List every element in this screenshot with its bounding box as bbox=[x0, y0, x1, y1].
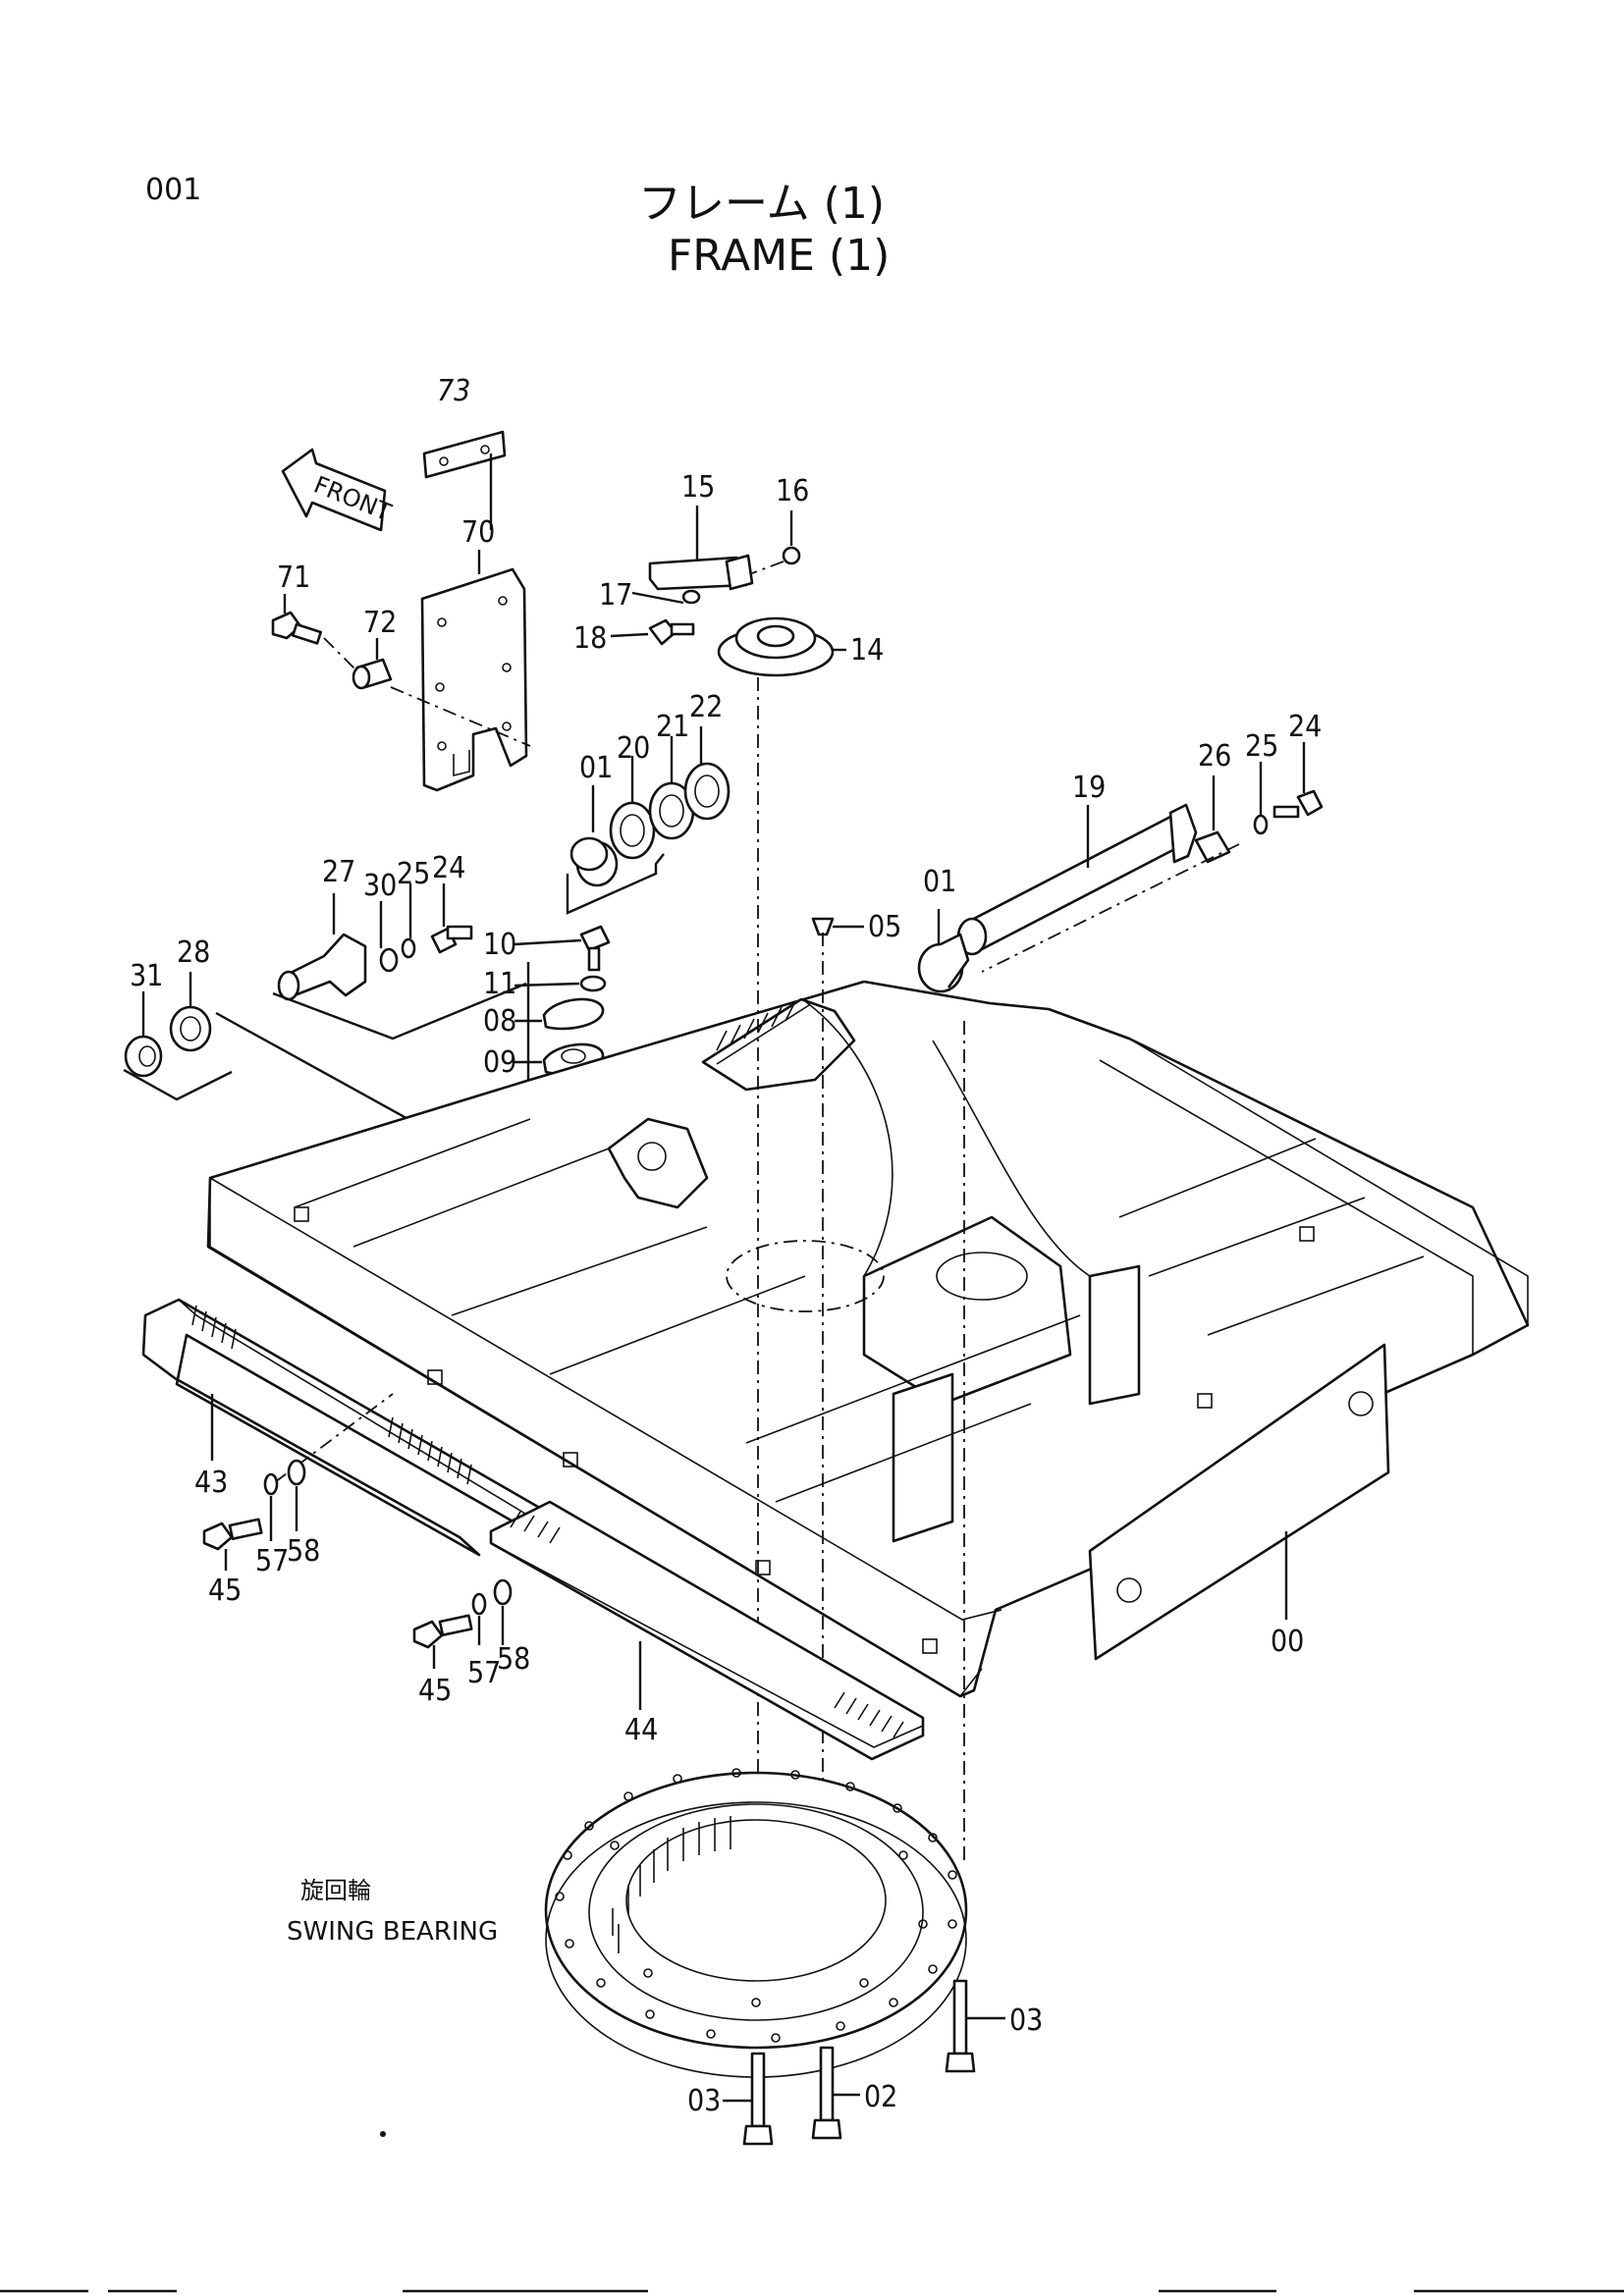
part-44-step-cover bbox=[489, 1500, 925, 1761]
callout-25-left: 25 bbox=[397, 857, 430, 891]
part-02-bolt bbox=[811, 2046, 860, 2140]
part-18-bolt bbox=[610, 618, 695, 646]
part-11-washer bbox=[514, 975, 607, 992]
stray-dot bbox=[380, 2131, 386, 2137]
part-05-grease-fitting bbox=[811, 917, 864, 936]
callout-17: 17 bbox=[599, 578, 632, 613]
part-71-bolt bbox=[271, 594, 323, 645]
part-01-bushing-lower bbox=[917, 909, 970, 993]
callout-70: 70 bbox=[461, 515, 495, 550]
part-01-bushing-upper bbox=[569, 785, 619, 887]
callout-20: 20 bbox=[617, 731, 650, 766]
part-45-bolt-left bbox=[202, 1518, 263, 1571]
part-70-cover-plate bbox=[420, 550, 528, 792]
callout-09: 09 bbox=[483, 1045, 516, 1080]
part-45-bolt-right bbox=[412, 1614, 473, 1669]
callout-58-left: 58 bbox=[287, 1534, 320, 1569]
callout-21: 21 bbox=[656, 710, 689, 744]
callout-11: 11 bbox=[483, 967, 516, 1001]
callout-28: 28 bbox=[177, 935, 210, 970]
part-16-nut bbox=[751, 510, 801, 574]
swing-bearing-label-en: SWING BEARING bbox=[287, 1917, 498, 1947]
part-57-washer-right bbox=[471, 1592, 487, 1645]
callout-72: 72 bbox=[363, 606, 397, 640]
part-73-shim-plate bbox=[422, 430, 507, 530]
callout-44: 44 bbox=[624, 1713, 658, 1747]
callout-24-left: 24 bbox=[432, 851, 465, 885]
callout-18: 18 bbox=[573, 621, 607, 656]
title-english: FRAME (1) bbox=[668, 231, 890, 281]
callout-01-lower: 01 bbox=[923, 865, 956, 899]
part-20-shim bbox=[609, 756, 656, 860]
part-15-bracket bbox=[648, 506, 754, 591]
callout-45-right: 45 bbox=[418, 1674, 452, 1708]
part-17-washer bbox=[631, 589, 701, 605]
part-27-pin bbox=[277, 893, 367, 1001]
callout-31: 31 bbox=[130, 959, 163, 993]
callout-19: 19 bbox=[1072, 771, 1106, 805]
callout-71: 71 bbox=[277, 561, 310, 595]
callout-43: 43 bbox=[194, 1466, 228, 1500]
callout-15: 15 bbox=[681, 470, 715, 505]
part-00-upper-frame bbox=[206, 980, 1530, 1698]
part-30-washer bbox=[379, 901, 399, 973]
callout-57-left: 57 bbox=[255, 1544, 289, 1578]
part-31-washer bbox=[124, 991, 163, 1078]
part-24-bolt-left bbox=[430, 883, 473, 954]
part-72-bushing bbox=[352, 638, 393, 690]
part-58-washer-left bbox=[287, 1459, 306, 1531]
callout-08: 08 bbox=[483, 1004, 516, 1039]
part-03-bolt-left bbox=[723, 2052, 774, 2146]
callout-16: 16 bbox=[776, 474, 809, 508]
callout-05: 05 bbox=[868, 910, 901, 944]
callout-58-right: 58 bbox=[497, 1642, 530, 1677]
callout-45-left: 45 bbox=[208, 1574, 242, 1608]
part-19-pin bbox=[956, 803, 1198, 956]
callout-00: 00 bbox=[1271, 1625, 1304, 1659]
page-code: 001 bbox=[145, 173, 201, 207]
callout-27: 27 bbox=[322, 855, 355, 889]
part-25-washer-right bbox=[1253, 762, 1269, 835]
front-arrow-icon: FRONT bbox=[281, 448, 396, 532]
callout-03-left: 03 bbox=[687, 2084, 721, 2118]
part-28-washer bbox=[169, 972, 212, 1052]
callout-01-upper: 01 bbox=[579, 751, 613, 785]
callout-30: 30 bbox=[363, 869, 397, 903]
part-57-washer-left bbox=[263, 1472, 279, 1541]
swing-bearing-ring bbox=[544, 1768, 968, 2078]
part-26-lock-plate bbox=[1194, 775, 1231, 864]
part-10-bolt bbox=[514, 925, 611, 972]
title-japanese: フレーム (1) bbox=[638, 179, 885, 229]
callout-24-right: 24 bbox=[1288, 710, 1322, 744]
callout-03-right: 03 bbox=[1009, 2003, 1043, 2038]
part-03-bolt-right bbox=[945, 1979, 1005, 2073]
swing-bearing-label-jp: 旋回輪 bbox=[300, 1877, 371, 1904]
part-24-bolt-right bbox=[1272, 742, 1324, 819]
callout-25-right: 25 bbox=[1245, 729, 1278, 764]
part-25-washer-left bbox=[401, 883, 416, 959]
part-14-seal-cap bbox=[717, 616, 846, 677]
callout-22: 22 bbox=[689, 690, 723, 724]
callout-26: 26 bbox=[1198, 739, 1231, 774]
part-22-shim bbox=[683, 726, 731, 821]
callout-02: 02 bbox=[864, 2080, 897, 2114]
callout-14: 14 bbox=[850, 633, 884, 667]
callout-57-right: 57 bbox=[467, 1656, 501, 1690]
callout-10: 10 bbox=[483, 928, 516, 962]
part-58-washer-right bbox=[493, 1578, 513, 1645]
callout-73: 73 bbox=[437, 374, 470, 408]
part-43-step-cover bbox=[141, 1298, 552, 1557]
